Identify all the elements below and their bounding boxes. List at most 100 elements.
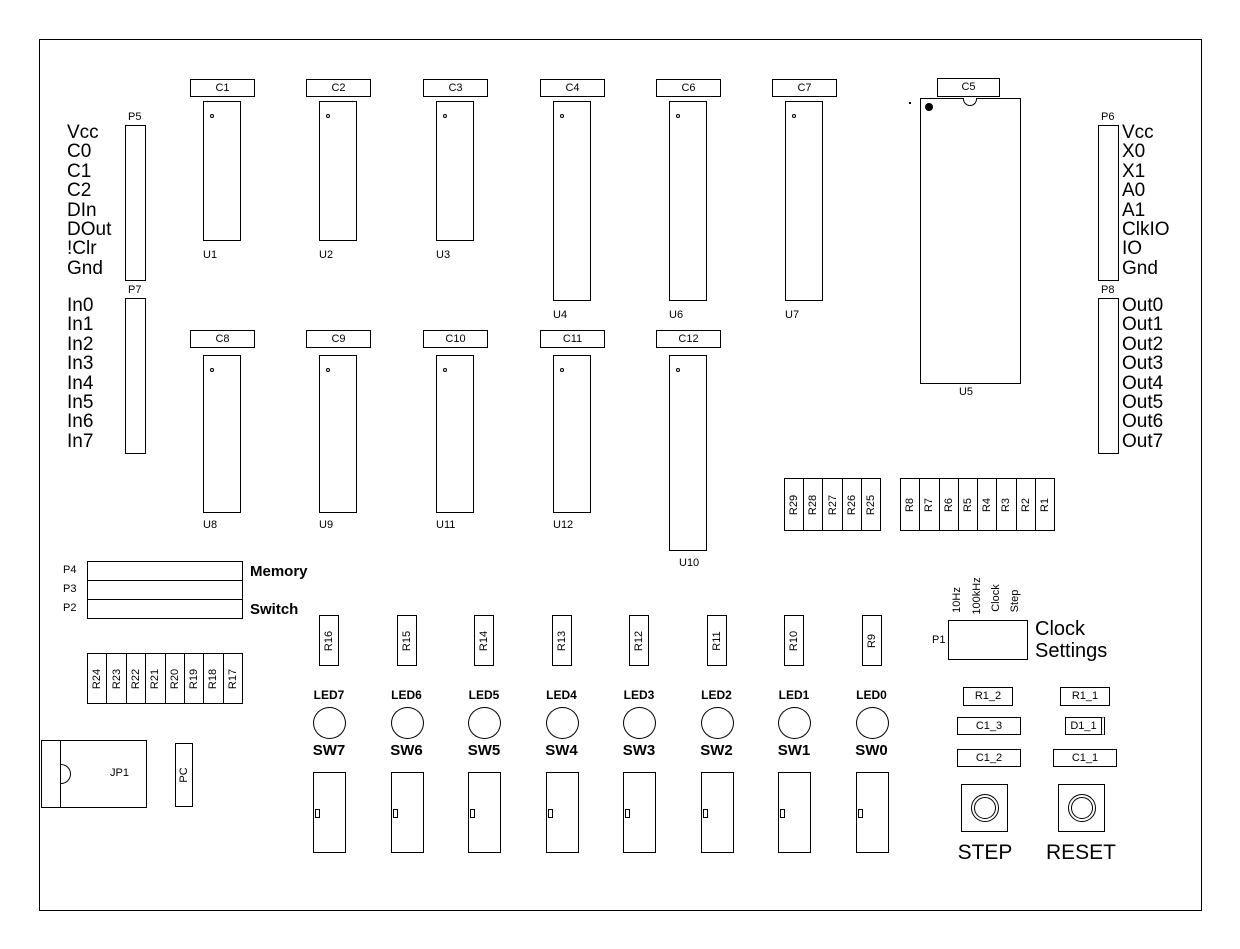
led-label-led0: LED0 — [856, 688, 887, 702]
switch-actuator — [780, 809, 785, 818]
header-p2[interactable] — [87, 599, 243, 619]
ic-label: U9 — [319, 519, 334, 531]
part-label: D1_1 — [1070, 720, 1097, 732]
resistor-r11: R11 — [706, 615, 727, 666]
switch-sw5[interactable] — [468, 772, 501, 853]
reset-label: RESET — [1045, 841, 1117, 864]
pin-label-c0: C0 — [67, 141, 92, 163]
pin-label-out3: Out3 — [1122, 353, 1164, 375]
cap-c12: C12 — [656, 330, 721, 348]
resistor-r10: R10 — [784, 615, 804, 666]
ic-label: U4 — [553, 309, 568, 321]
led-label-led4: LED4 — [546, 688, 577, 702]
cap-c1-2: C1_2 — [957, 749, 1021, 767]
resistor-r27: R27 — [823, 479, 843, 530]
cap-label: C11 — [562, 333, 583, 345]
resistor-r6: R6 — [940, 479, 959, 530]
ic-label: U7 — [785, 309, 800, 321]
resistor-label: R5 — [961, 497, 974, 512]
pin1-dot — [676, 368, 680, 372]
cap-c7: C7 — [772, 79, 837, 97]
pin1-dot — [560, 368, 564, 372]
resistor-label: R10 — [788, 630, 800, 651]
pin-label-din: DIn — [67, 199, 97, 221]
switch-label-sw5: SW5 — [467, 742, 501, 759]
header-label: P4 — [63, 564, 77, 576]
switch-sw7[interactable] — [313, 772, 346, 853]
led-led4 — [545, 707, 579, 739]
switch-sw3[interactable] — [623, 772, 656, 853]
header-p7[interactable] — [125, 298, 146, 454]
pin1-dot — [909, 102, 911, 104]
switch-label-sw0: SW0 — [855, 742, 888, 759]
resistor-r28: R28 — [804, 479, 824, 530]
switch-label-sw1: SW1 — [777, 742, 811, 759]
switch-sw0[interactable] — [855, 772, 889, 853]
resistor-r17: R17 — [224, 654, 242, 703]
pin-label-a1: A1 — [1122, 199, 1146, 221]
pin-label-vcc: Vcc — [67, 122, 99, 143]
resistor-label: R26 — [845, 494, 858, 515]
resistor-r26: R26 — [843, 479, 862, 530]
header-label-p6: P6 — [1101, 111, 1115, 123]
pin-label-gnd: Gnd — [67, 257, 103, 279]
resistor-label: R8 — [904, 497, 917, 512]
resistor-r15: R15 — [396, 615, 417, 666]
header-p4[interactable] — [87, 561, 243, 581]
switch-label-sw2: SW2 — [700, 742, 733, 759]
cap-label: C2 — [331, 82, 346, 94]
cap-label: C7 — [797, 82, 812, 94]
pin-label-out7: Out7 — [1122, 430, 1164, 452]
header-p8[interactable] — [1098, 298, 1119, 454]
pin-label-x1: X1 — [1122, 160, 1146, 182]
resistor-r25: R25 — [862, 479, 880, 530]
step-label: STEP — [957, 841, 1013, 864]
resistor-r18: R18 — [204, 654, 224, 703]
resistor-r8: R8 — [901, 479, 921, 530]
cap-label: C12 — [678, 333, 699, 345]
resistor-r13: R13 — [551, 615, 572, 666]
resistor-label: R23 — [110, 668, 123, 689]
switch-sw4[interactable] — [545, 772, 579, 853]
resistor-r1-2: R1_2 — [963, 687, 1013, 706]
pin-label-x0: X0 — [1122, 141, 1146, 163]
ic-notch — [963, 98, 977, 106]
cap-label: C4 — [565, 82, 580, 94]
resistor-r14: R14 — [474, 615, 494, 666]
clock-jumper-p1[interactable] — [948, 620, 1028, 660]
pin-label-dout: DOut — [67, 219, 112, 240]
pin1-marker — [925, 103, 933, 111]
switch-label-sw3: SW3 — [622, 742, 656, 759]
step-button[interactable] — [961, 784, 1008, 832]
resistor-r19: R19 — [185, 654, 205, 703]
cap-label: C5 — [961, 81, 976, 93]
cap-c11: C11 — [540, 330, 605, 348]
header-p6[interactable] — [1098, 125, 1119, 281]
resistor-label: R22 — [129, 668, 142, 689]
resistor-r16: R16 — [319, 615, 339, 666]
reset-button[interactable] — [1058, 784, 1105, 832]
clock-option-step: Step — [1009, 589, 1021, 613]
switch-sw1[interactable] — [778, 772, 811, 853]
jp1-label: JP1 — [110, 767, 129, 779]
ic-u2 — [319, 101, 357, 241]
header-p3[interactable] — [87, 580, 243, 600]
button-cap — [1068, 794, 1096, 822]
cap-label: C10 — [445, 333, 466, 345]
jack-jp1: JP1 — [41, 740, 147, 808]
switch-label-sw4: SW4 — [545, 742, 578, 759]
ic-u5-label: U5 — [958, 386, 974, 398]
header-p5[interactable] — [125, 125, 146, 281]
resistor-label: R6 — [942, 497, 955, 512]
resistor-label: R27 — [826, 494, 839, 515]
p1-label: P1 — [932, 634, 946, 646]
switch-sw2[interactable] — [700, 772, 734, 853]
ic-u11 — [436, 355, 474, 513]
connector-pc: PC — [175, 743, 193, 807]
ic-u12 — [553, 355, 591, 513]
led-label-led3: LED3 — [623, 688, 655, 702]
switch-sw6[interactable] — [390, 772, 424, 853]
resistor-label: R24 — [91, 668, 104, 689]
